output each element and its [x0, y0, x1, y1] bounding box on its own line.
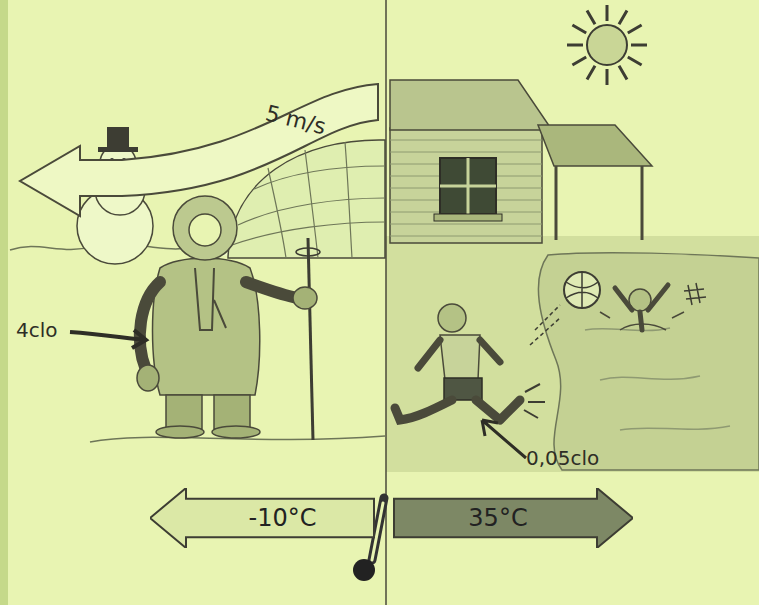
sun: [587, 25, 627, 65]
mitten: [293, 287, 317, 309]
arrow-outline: [394, 488, 633, 548]
porch-post: [555, 166, 558, 240]
side-stripe: [0, 0, 8, 605]
temperature-label: 35°C: [468, 504, 527, 532]
annotation-label: 0,05clo: [526, 446, 599, 470]
igloo: [228, 140, 385, 258]
runner-leg: [476, 400, 520, 420]
annotation-label: 5 m/s: [263, 100, 329, 139]
window-sill: [434, 214, 502, 221]
mitten: [137, 365, 159, 391]
pointer-arrow: [70, 330, 146, 348]
pointer-arrow: [482, 420, 526, 458]
swimmer-body: [615, 285, 668, 330]
boot-sole: [212, 426, 260, 438]
boot: [214, 395, 250, 429]
arm: [140, 282, 160, 370]
pole-basket: [296, 248, 320, 256]
thermometer-bulb: [353, 559, 375, 581]
porch-roof: [538, 125, 652, 166]
temperature-arrow: -10°C: [150, 488, 375, 548]
arrow-outline: [150, 488, 374, 548]
temperature-arrow: 35°C: [393, 488, 633, 548]
runner-arm: [418, 340, 500, 368]
pool: [538, 253, 759, 470]
scarf: [195, 268, 226, 330]
runner-head: [438, 304, 466, 332]
motion-lines: [530, 305, 560, 345]
arm: [246, 282, 298, 298]
boot: [166, 395, 202, 429]
splash-mark: [684, 283, 706, 305]
divider: [385, 0, 387, 605]
ball: [564, 272, 600, 308]
boot-sole: [156, 426, 204, 438]
porch-post: [641, 166, 644, 240]
splash: [600, 312, 684, 330]
wood-planks: [390, 140, 542, 236]
ski-pole: [308, 238, 313, 440]
kick-lines: [524, 384, 545, 418]
runner-torso: [440, 335, 480, 380]
temperature-label: -10°C: [249, 504, 317, 532]
window-frame: [440, 158, 496, 214]
face: [189, 214, 221, 246]
hat-top: [107, 127, 129, 149]
igloo-grid: [268, 142, 352, 258]
house-wall: [390, 128, 542, 243]
window: [440, 158, 496, 214]
ball-seams: [566, 272, 598, 308]
summer-ground: [386, 236, 759, 472]
water-ripples: [585, 328, 730, 430]
runner-leg: [395, 400, 452, 420]
sun-rays: [567, 5, 647, 85]
hood: [173, 196, 237, 260]
house-roof: [390, 80, 552, 130]
annotation-label: 4clo: [16, 318, 58, 342]
